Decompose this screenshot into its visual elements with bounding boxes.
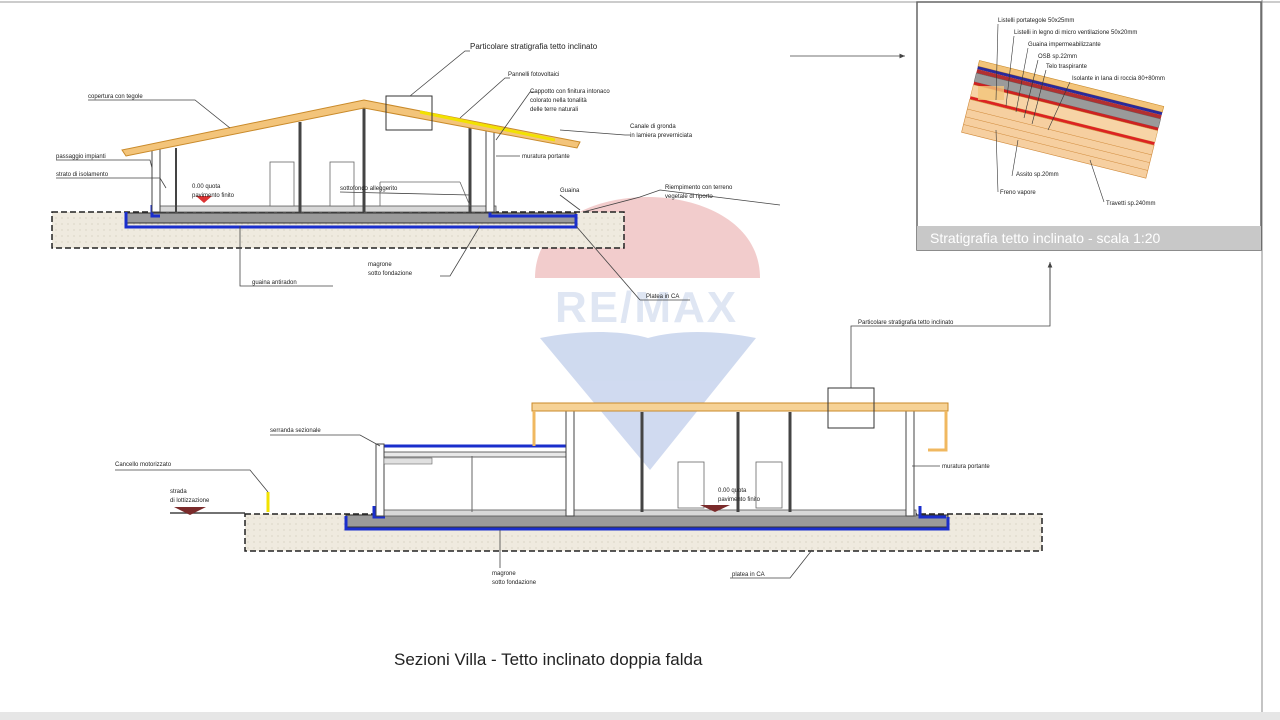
upper-label-slab: Platea in CA <box>646 294 679 300</box>
upper-label-utility: passaggio impianti <box>56 154 106 160</box>
lower-label-road-2: di lottizzazione <box>170 498 210 504</box>
inset-title-bar <box>917 226 1261 250</box>
upper-radon-sheath <box>124 212 578 229</box>
upper-label-level-1: 0.00 quota <box>192 184 221 190</box>
lower-label-level-1: 0.00 quota <box>718 488 747 494</box>
lower-label-sectional-door: serranda sezionale <box>270 428 321 434</box>
lower-garage-wall <box>375 443 385 517</box>
lower-label-road-1: strada <box>170 489 187 495</box>
lower-label-level-2: pavimento finito <box>718 497 761 503</box>
lower-section: Particolare stratigrafia tetto inclinato… <box>115 262 1053 586</box>
lower-gutter <box>928 411 948 452</box>
lower-level-marker <box>700 505 730 512</box>
lower-label-slab: platea in CA <box>732 572 765 578</box>
lower-label-lean-2: sotto fondazione <box>492 580 537 586</box>
upper-label-roof-detail: Particolare stratigrafia tetto inclinato <box>470 42 598 51</box>
inset-title: Stratigrafia tetto inclinato - scala 1:2… <box>930 230 1161 246</box>
watermark-text: RE/MAX <box>555 283 738 332</box>
lower-label-lean-1: magrone <box>492 571 516 577</box>
upper-right-wall <box>485 127 495 213</box>
upper-label-gutter-2: in lamiera preverniciata <box>630 133 693 139</box>
lower-right-wall <box>905 409 915 517</box>
upper-label-gutter-1: Canale di gronda <box>630 124 676 130</box>
upper-label-radon: guaina antiradon <box>252 280 297 286</box>
upper-roof-detail-box <box>385 95 433 131</box>
upper-label-fill-2: vegetale di riporto <box>665 194 713 200</box>
upper-label-screed: sottofondo alleggerito <box>340 186 398 192</box>
lower-roof <box>531 402 949 412</box>
lower-slab <box>345 514 949 528</box>
upper-label-sheath: Guaina <box>560 188 580 194</box>
inset-layer-8: Freno vapore <box>1000 190 1036 196</box>
garage-roof <box>376 444 572 452</box>
upper-label-insulation: strato di isolamento <box>56 172 109 178</box>
lower-label-roof-detail: Particolare stratigrafia tetto inclinato <box>858 320 954 326</box>
upper-label-lean-2: sotto fondazione <box>368 271 413 277</box>
upper-label-cladding-1: Cappotto con finitura intonaco <box>530 89 610 95</box>
inset-layer-2: Listelli in legno di micro ventilazione … <box>1014 30 1137 36</box>
upper-label-cladding-3: delle terre naturali <box>530 107 578 113</box>
inset-layer-3: Guaina impermeabilizzante <box>1028 42 1101 48</box>
upper-level-marker <box>196 196 212 203</box>
inset-layer-1: Listelli portategole 50x25mm <box>998 18 1074 24</box>
upper-floor <box>155 205 497 213</box>
lower-sheath <box>344 516 950 531</box>
upper-label-fill-1: Riempimento con terreno <box>665 185 733 191</box>
roof-stratigraphy-inset: Stratigrafia tetto inclinato - scala 1:2… <box>916 1 1262 251</box>
upper-label-cladding-2: colorato nella tonalità <box>530 98 587 104</box>
lower-label-gate: Cancello motorizzato <box>115 462 172 468</box>
upper-label-bearing-wall: muratura portante <box>522 154 570 160</box>
upper-left-wall <box>151 147 161 213</box>
upper-label-pv: Pannelli fotovoltaici <box>508 72 559 78</box>
upper-label-level-2: pavimento finito <box>192 193 235 199</box>
upper-section: Particolare stratigrafia tetto inclinato… <box>51 42 905 301</box>
upper-label-roof-tiles: copertura con tegole <box>88 94 143 100</box>
inset-layer-6: Isolante in lana di roccia 80+80mm <box>1072 76 1165 82</box>
road-level-marker <box>174 507 206 515</box>
drawing-caption: Sezioni Villa - Tetto inclinato doppia f… <box>394 650 703 669</box>
inset-layer-4: OSB sp.22mm <box>1038 54 1077 60</box>
pv-panels <box>419 110 556 142</box>
upper-label-lean-1: magrone <box>368 262 392 268</box>
upper-roof <box>121 99 581 157</box>
inset-layer-9: Travetti sp.240mm <box>1106 201 1155 207</box>
page-bottom-strip <box>0 712 1280 720</box>
inset-layer-7: Assito sp.20mm <box>1016 172 1059 178</box>
lower-label-bearing-wall: muratura portante <box>942 464 990 470</box>
inset-layer-5: Telo traspirante <box>1046 64 1088 70</box>
